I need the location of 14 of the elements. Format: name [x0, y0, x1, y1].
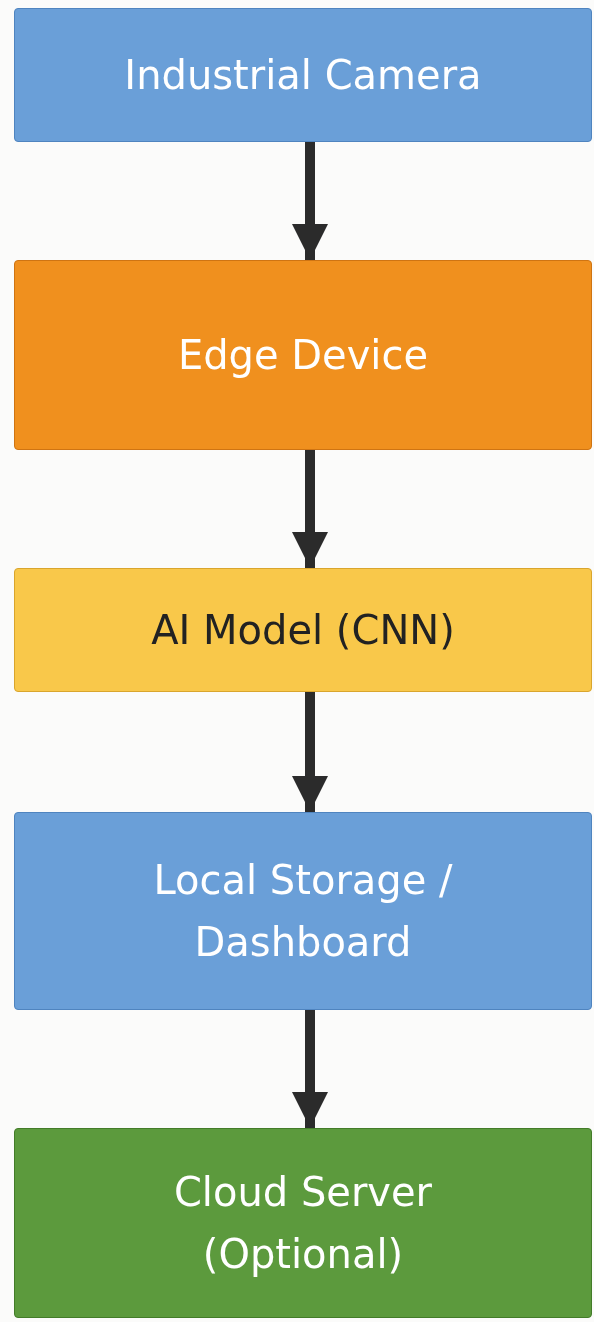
process-box: [14, 568, 592, 692]
box-label: Cloud Server (Optional): [172, 1168, 434, 1279]
arrow: [292, 142, 328, 260]
arrow: [292, 692, 328, 812]
process-box: [14, 260, 592, 450]
process-box: [14, 812, 592, 1010]
box-label: Edge Device: [176, 331, 430, 380]
process-box: [14, 8, 592, 142]
box-label: AI Model (CNN): [150, 606, 456, 655]
process-box: [14, 1128, 592, 1318]
arrow: [292, 450, 328, 568]
arrow: [292, 1010, 328, 1128]
box-label: Local Storage / Dashboard: [152, 856, 454, 967]
box-label: Industrial Camera: [123, 51, 483, 100]
